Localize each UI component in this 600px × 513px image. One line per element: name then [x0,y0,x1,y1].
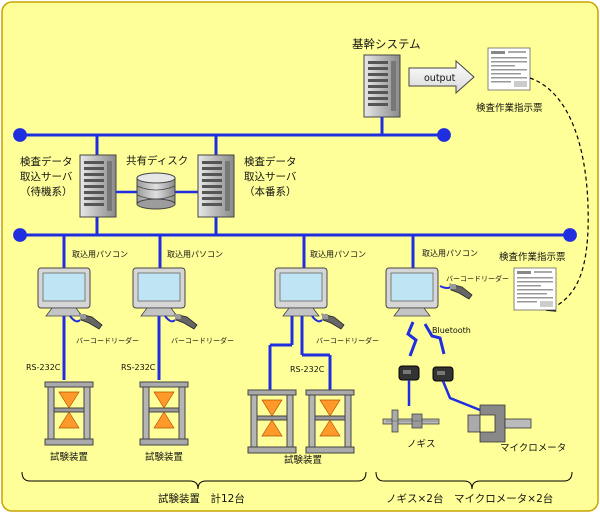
shared-disk-icon [136,172,176,210]
rs232c-label: RS-232C [121,363,156,372]
svg-text:取込サーバ: 取込サーバ [244,171,297,183]
pc-label: 取込用パソコン [167,250,223,259]
rs232c-label: RS-232C [26,363,61,372]
pc-label: 取込用パソコン [422,249,478,258]
bluetooth-transmitter-icon [432,366,454,382]
standby-server-label: 検査データ 取込サーバ （待機系） [20,155,73,198]
bluetooth-label: Bluetooth [432,326,471,335]
bluetooth-links [406,321,446,357]
rs232c-label: RS-232C [290,365,325,374]
instruction-sheet-icon [513,267,557,311]
station-1: 取込用パソコン バーコードリーダー RS-232C 試験装置 [26,235,139,463]
shared-disk-label: 共有ディスク [126,154,188,167]
devices-bracket [21,471,367,490]
station-2: 取込用パソコン バーコードリーダー RS-232C 試験装置 [121,235,234,463]
station-4: 取込用パソコン バーコードリーダー 検査作業指示票 Bluetooth ノギス … [382,235,566,454]
active-server-icon [197,154,235,218]
scanner-label: バーコードリーダー [316,336,379,345]
pc-label: 取込用パソコン [72,250,128,259]
delivery-arrow [529,77,589,312]
micrometer-icon [467,404,532,443]
gauges-bracket [375,471,573,490]
svg-text:（待機系）: （待機系） [20,185,73,198]
standby-server-icon [79,154,117,218]
svg-text:取込サーバ: 取込サーバ [20,171,73,183]
output-arrow: output [408,59,475,95]
instruction-sheet-icon [487,47,531,91]
scanner-label: バーコードリーダー [446,274,509,283]
svg-text:検査データ: 検査データ [244,155,297,168]
micrometer-label: マイクロメータ [500,443,566,454]
scanner-label: バーコードリーダー [171,336,234,345]
device-label: 試験装置 [50,451,88,463]
station-sheet-label: 検査作業指示票 [499,251,566,263]
caliper-label: ノギス [407,439,436,450]
gauges-total-label: ノギス×2台 マイクロメータ×2台 [386,492,553,505]
caliper-icon [382,409,440,433]
pc-label: 取込用パソコン [310,250,366,259]
device-label: 試験装置 [284,454,322,466]
core-label: 基幹システム [352,37,421,51]
active-server-label: 検査データ 取込サーバ （本番系） [244,155,297,198]
svg-text:output: output [424,73,456,84]
station-3: 取込用パソコン バーコードリーダー RS-232C 試験装置 [247,235,379,466]
bluetooth-transmitter-icon [398,365,420,381]
core-sheet-label: 検査作業指示票 [476,102,543,114]
scanner-label: バーコードリーダー [76,336,139,345]
svg-text:検査データ: 検査データ [20,155,73,168]
device-label: 試験装置 [145,451,183,463]
devices-total-label: 試験装置 計12台 [158,492,245,505]
core-server-icon [363,54,401,118]
svg-text:（本番系）: （本番系） [244,185,297,198]
